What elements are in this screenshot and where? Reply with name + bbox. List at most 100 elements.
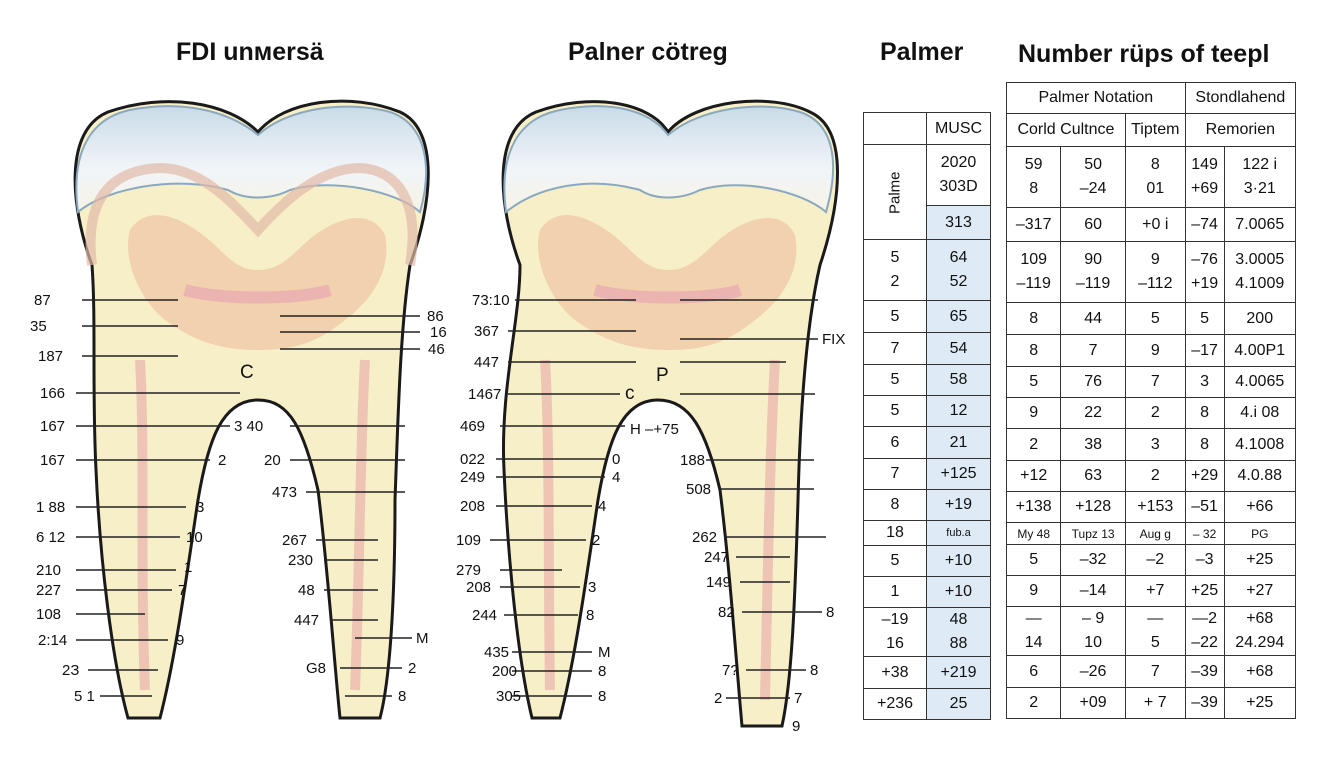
table-cell: —2 –22: [1184, 606, 1225, 656]
t2-right-label: 149: [706, 574, 731, 591]
table-cell: 8 01: [1124, 146, 1186, 208]
table-cell: 313: [926, 205, 991, 240]
table-cell: +25: [1223, 687, 1297, 719]
table-cell: +38: [863, 656, 927, 689]
t2-left-label: 208: [466, 579, 491, 596]
table-cell: 3.0005 4.1009: [1223, 241, 1297, 303]
t1-mid-label: 7: [178, 582, 186, 599]
table-cell: 4.i 08: [1223, 397, 1297, 429]
table-cell: 12: [926, 395, 991, 427]
table-cell: 63: [1060, 460, 1126, 492]
table-cell: +138: [1005, 491, 1062, 523]
table-row: +138+128+153–51+66: [1005, 491, 1297, 523]
t1-left-label: 6 12: [36, 529, 65, 546]
t2-right-label: 2: [714, 690, 722, 707]
table-cell: +68: [1223, 655, 1297, 688]
table-cell: 2: [1124, 460, 1186, 492]
table-cell: 64 52: [926, 239, 991, 301]
table-cell: — 14: [1005, 606, 1062, 656]
t1-outer-label: 20: [264, 452, 281, 469]
tooth-2-crown-label-p: P: [656, 365, 669, 386]
table-row: 313: [864, 205, 991, 240]
table-cell: +219: [926, 656, 991, 689]
table-cell: 5: [863, 545, 927, 577]
table-cell: +09: [1060, 687, 1126, 719]
group-header-palmer-notation: Palmer Notation: [1006, 82, 1186, 114]
table-cell: 59 8: [1005, 146, 1062, 208]
table-cell: 7: [863, 332, 927, 365]
t2-left-label: 200: [492, 663, 517, 680]
table-cell: +29: [1184, 460, 1225, 492]
title-number: Number rüps of teepl: [1018, 40, 1270, 68]
table-cell: +66: [1223, 491, 1297, 523]
table-row: 5+10: [863, 545, 991, 577]
table-cell: +19: [926, 489, 991, 521]
table-cell: –74: [1184, 207, 1225, 242]
tooth-2-pulp-horn: [593, 284, 742, 304]
t2-left-label: 469: [460, 418, 485, 435]
t1-right-label: 46: [428, 341, 445, 358]
table-cell: –17: [1184, 334, 1225, 367]
col-header-tiptem: Tiptem: [1124, 113, 1186, 147]
t2-right-label: 247: [704, 549, 729, 566]
table-cell: +236: [863, 688, 927, 720]
table-cell: 5: [863, 364, 927, 396]
teeth-diagram: C 87 35 187 166 167 167 1 88 6 12 210 22…: [30, 99, 845, 735]
table-cell: 3: [1124, 428, 1186, 461]
table-cell: 9: [1005, 397, 1062, 429]
t2-end-label: 7: [794, 690, 802, 707]
title-palmer: Palmer: [880, 38, 964, 66]
table-cell: 5: [863, 395, 927, 427]
table-cell: 1: [863, 576, 927, 608]
t2-left-label: 447: [474, 354, 499, 371]
group-header-stondlahend: Stondlahend: [1184, 82, 1297, 114]
table-cell: 9: [1124, 334, 1186, 367]
t1-left-label: 227: [36, 582, 61, 599]
table-row: 7+125: [863, 458, 991, 490]
t1-outer-label: G8: [306, 660, 326, 677]
t1-mid-label: 10: [186, 529, 203, 546]
tooth-2-canals: [540, 359, 780, 701]
title-palner: Palner cötreg: [568, 38, 728, 66]
palmer-table-corner: [863, 112, 927, 145]
table-cell: +7: [1124, 575, 1186, 607]
t2-left-label: 305: [496, 688, 521, 705]
table-cell: Tupz 13: [1060, 522, 1126, 545]
t1-left-label: 35: [30, 318, 47, 335]
table-cell: 5: [1184, 302, 1225, 335]
tooth-1-labels: C 87 35 187 166 167 167 1 88 6 12 210 22…: [30, 292, 447, 705]
table-cell: + 7: [1124, 687, 1186, 719]
t1-outer-label: 230: [288, 552, 313, 569]
t2-left-label: 73:10: [472, 292, 510, 309]
table-cell: 8: [1005, 334, 1062, 367]
table-cell: 54: [926, 332, 991, 365]
table-cell: +153: [1124, 491, 1186, 523]
table-cell: 149 +69: [1184, 146, 1225, 208]
t1-right-label: 8: [398, 688, 406, 705]
t2-right-label: 82: [718, 604, 735, 621]
table-cell: –39: [1184, 687, 1225, 719]
table-cell: fub.a: [926, 520, 991, 546]
t2-mid-label: 4: [612, 469, 620, 486]
table-cell: +125: [926, 458, 991, 490]
t1-outer-label: 473: [272, 484, 297, 501]
table-cell: +68 24.294: [1223, 606, 1297, 656]
table-cell: +25: [1184, 575, 1225, 607]
table-cell: 4.1008: [1223, 428, 1297, 461]
t2-mid-label: 8: [598, 663, 606, 680]
palmer-side-label: Palme: [863, 144, 927, 240]
table-cell: 5: [1005, 544, 1062, 576]
table-cell: 7: [1124, 655, 1186, 688]
t1-mid-label: 2: [218, 452, 226, 469]
table-cell: 7: [1124, 366, 1186, 398]
table-cell: –317: [1005, 207, 1062, 242]
t1-left-label: 87: [34, 292, 51, 309]
